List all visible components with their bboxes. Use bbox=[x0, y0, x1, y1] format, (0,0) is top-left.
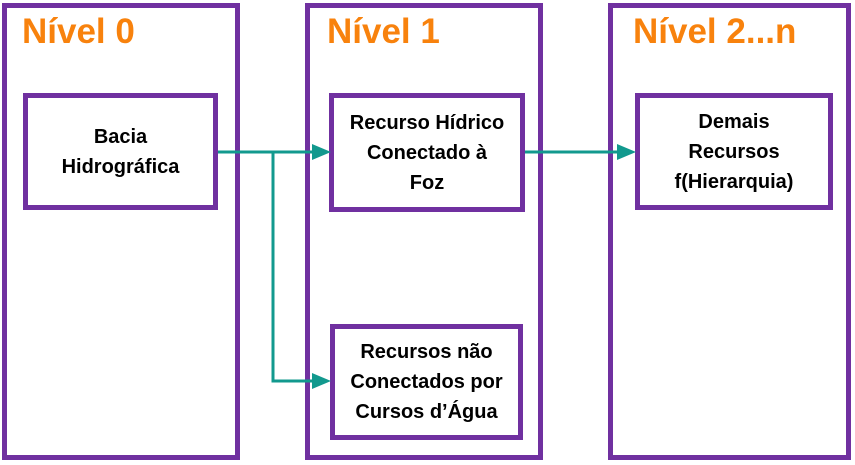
level-2n-container bbox=[608, 3, 851, 460]
node-demais-recursos: Demais Recursos f(Hierarquia) bbox=[635, 93, 833, 210]
level-0-title: Nível 0 bbox=[22, 12, 135, 51]
node-recursos-nao-conectados: Recursos não Conectados por Cursos d’Águ… bbox=[330, 324, 523, 440]
level-2n-title: Nível 2...n bbox=[633, 12, 797, 51]
level-0-container bbox=[2, 3, 240, 460]
level-1-title: Nível 1 bbox=[327, 12, 440, 51]
node-bacia-hidrografica: Bacia Hidrográfica bbox=[23, 93, 218, 210]
node-recurso-hidrico-conectado-a-foz: Recurso Hídrico Conectado à Foz bbox=[329, 93, 525, 212]
